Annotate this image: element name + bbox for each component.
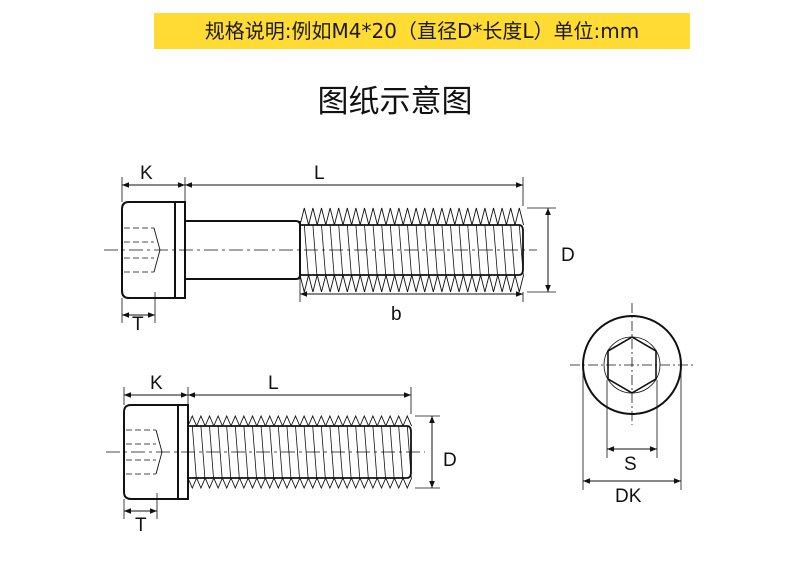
dim-label-k: K	[140, 163, 153, 184]
spec-banner: 规格说明:例如M4*20（直径D*长度L）单位:mm	[154, 13, 690, 49]
dim-label-dk: DK	[615, 486, 642, 507]
dim-label-t: T	[132, 314, 144, 335]
bolt-head	[121, 201, 176, 299]
dim-label-d: D	[561, 245, 575, 266]
bolt-head	[123, 404, 179, 500]
page-title: 图纸示意图	[317, 84, 473, 120]
dim-label-l: L	[314, 163, 325, 184]
dim-label-b: b	[391, 304, 402, 325]
dim-label-k: K	[150, 373, 163, 394]
thread	[187, 414, 413, 490]
bolt-partial-thread	[104, 177, 556, 323]
dim-label-l: L	[268, 373, 279, 394]
bolt-full-thread	[106, 387, 440, 519]
dim-label-t: T	[135, 515, 147, 536]
end-view	[570, 303, 695, 490]
dim-label-d: D	[443, 450, 457, 471]
dim-label-s: S	[624, 454, 637, 475]
